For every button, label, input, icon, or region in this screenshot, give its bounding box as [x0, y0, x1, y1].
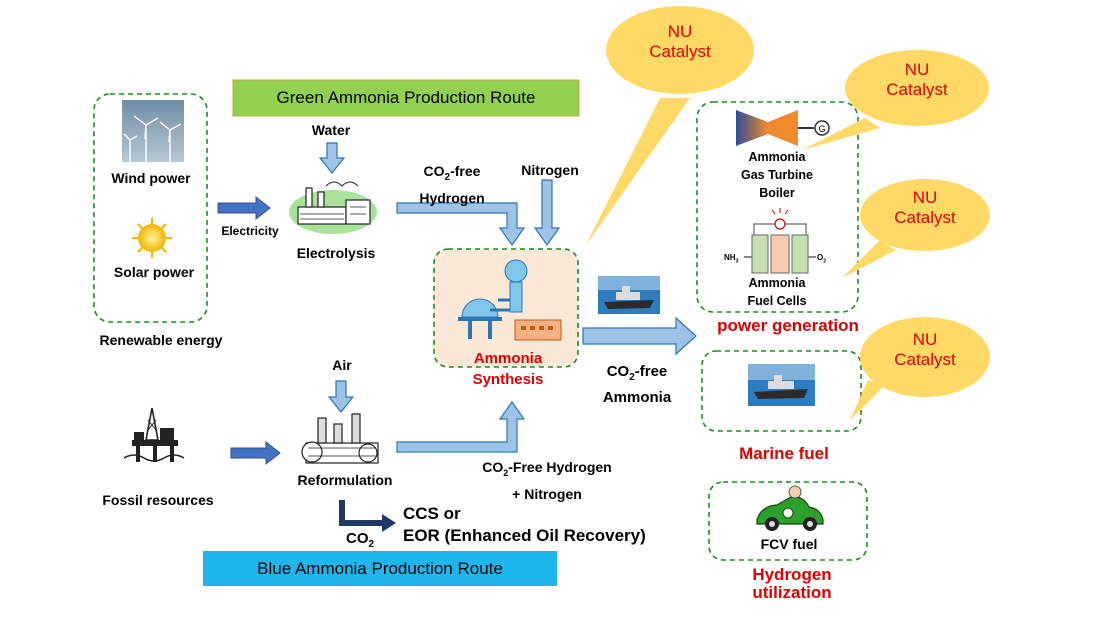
water-label: Water [311, 122, 351, 138]
o2-label: O2 [817, 253, 827, 265]
wind-turbine-icon [122, 100, 184, 162]
fuel-cell-icon [744, 208, 816, 274]
ccs-eor-label: CCS or EOR (Enhanced Oil Recovery) [403, 504, 646, 545]
blue-route-label: Blue Ammonia Production Route [257, 559, 503, 578]
power-generation-label: power generation [717, 316, 859, 335]
ship-photo-1 [598, 276, 660, 314]
ammonia-plant-icon [458, 259, 562, 341]
refinery-icon [301, 413, 379, 464]
sun-icon [132, 218, 172, 258]
ship-photo-2 [748, 364, 815, 406]
blue-hydrogen-label: CO2-Free Hydrogen + Nitrogen [482, 459, 612, 502]
marine-fuel-label: Marine fuel [739, 444, 829, 463]
electricity-label: Electricity [221, 224, 279, 238]
arrow-blue-hydrogen [396, 400, 526, 453]
marine-fuel-box [701, 350, 862, 432]
blue-route-banner [203, 551, 557, 586]
electrolysis-factory-icon [289, 181, 377, 234]
co2-free-ammonia-label: CO2-free Ammonia [602, 363, 672, 406]
wind-power-label: Wind power [111, 170, 191, 186]
arrow-air [327, 380, 355, 413]
arrow-nitrogen [533, 179, 561, 247]
ammonia-synthesis-label: Ammonia Synthesis [472, 350, 544, 388]
green-route-banner [232, 79, 580, 117]
oil-rig-icon [123, 407, 185, 462]
car-icon [756, 485, 824, 531]
nitrogen-label: Nitrogen [521, 162, 579, 178]
arrow-hydrogen [396, 202, 526, 247]
svg-text:G: G [818, 124, 825, 134]
co2-free-hydrogen-label: CO2-free Hydrogen [419, 163, 485, 206]
speech-bubble-3 [842, 179, 990, 278]
fcv-fuel-label: FCV fuel [760, 536, 818, 552]
arrow-fossil [230, 440, 281, 466]
fossil-resources-label: Fossil resources [102, 492, 214, 508]
fcv-box [708, 481, 868, 561]
air-label: Air [332, 357, 352, 373]
co2-label: CO2 [346, 530, 375, 550]
renewable-energy-label: Renewable energy [99, 332, 223, 348]
solar-power-label: Solar power [113, 264, 195, 280]
renewable-energy-box [93, 93, 208, 323]
electrolysis-label: Electrolysis [296, 245, 376, 261]
arrow-water [318, 142, 346, 174]
speech-bubble-2 [802, 50, 989, 150]
green-route-label: Green Ammonia Production Route [276, 88, 536, 107]
power-generation-box [696, 101, 859, 313]
arrow-electricity [217, 195, 271, 221]
speech-bubble-4 [850, 317, 990, 420]
fuel-cell-label: Ammonia Fuel Cells [747, 276, 807, 308]
gas-turbine-icon: G [736, 110, 830, 146]
reformulation-label: Reformulation [297, 472, 393, 488]
gas-turbine-label: Ammonia Gas Turbine Boiler [740, 150, 814, 200]
arrow-co2 [339, 500, 396, 532]
nh3-label: NH3 [724, 253, 739, 265]
hydrogen-utilization-label: Hydrogen utilization [752, 565, 832, 602]
arrow-ammonia-out [582, 316, 697, 356]
speech-bubble-1 [586, 6, 754, 245]
